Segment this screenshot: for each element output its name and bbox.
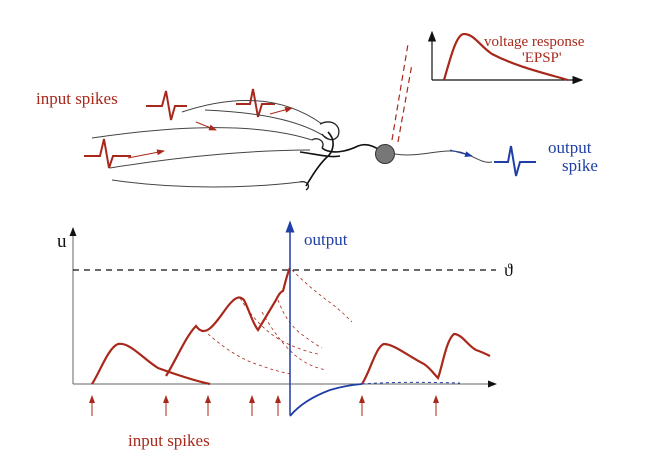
- neuron-soma: [375, 144, 395, 164]
- dendrite-fiber-5: [111, 179, 301, 188]
- input-arrow-3: [269, 106, 293, 115]
- dendrite-fiber-2: [204, 109, 331, 141]
- bottom-output-label: output: [304, 230, 348, 249]
- bottom-input-spikes-label: input spikes: [128, 431, 210, 450]
- output-spike-label-line2: spike: [562, 156, 598, 175]
- epsp-decay-ghost-1: [207, 333, 293, 375]
- output-spike-label-line1: output: [548, 138, 592, 157]
- membrane-trace-2: [165, 267, 291, 377]
- epsp-decay-ghost-5: [261, 311, 327, 371]
- epsp-link-dash-1: [391, 43, 409, 141]
- membrane-potential-plot: [69, 220, 497, 417]
- axon: [394, 150, 493, 163]
- dendrite-fiber-1: [181, 100, 323, 125]
- u-axis-label: u: [57, 231, 67, 252]
- membrane-trace-3: [361, 332, 491, 385]
- synapse-terminal-1: [319, 121, 340, 141]
- epsp-link-dash-2: [397, 63, 413, 143]
- synapse-terminal-2: [311, 138, 324, 149]
- input-spike-glyph-2: [146, 90, 187, 121]
- epsp-decay-ghost-4: [291, 269, 353, 323]
- dendrite-fiber-3: [91, 127, 313, 141]
- reset-recovery-dashed: [361, 381, 461, 385]
- reset-curve: [289, 383, 363, 417]
- input-spike-glyph-1: [84, 138, 131, 169]
- output-arrow: [449, 149, 473, 158]
- neuron-schematic: [84, 30, 584, 191]
- input-arrow-2: [195, 121, 217, 131]
- input-arrow-1: [127, 149, 165, 159]
- input-spike-markers: [89, 395, 439, 416]
- epsp-label-line2: 'EPSP': [522, 50, 562, 66]
- epsp-inset-curve: [442, 32, 569, 82]
- epsp-label-line1: voltage response: [484, 34, 585, 50]
- epsp-decay-ghost-3: [277, 299, 323, 349]
- epsp-decay-ghost-2: [239, 297, 319, 355]
- dendrite-fiber-4: [109, 149, 311, 169]
- membrane-trace-1: [91, 342, 211, 386]
- input-spike-glyph-3: [236, 88, 275, 118]
- output-spike-glyph: [494, 145, 536, 177]
- top-input-spikes-label: input spikes: [36, 89, 118, 108]
- threshold-label: ϑ: [504, 260, 513, 280]
